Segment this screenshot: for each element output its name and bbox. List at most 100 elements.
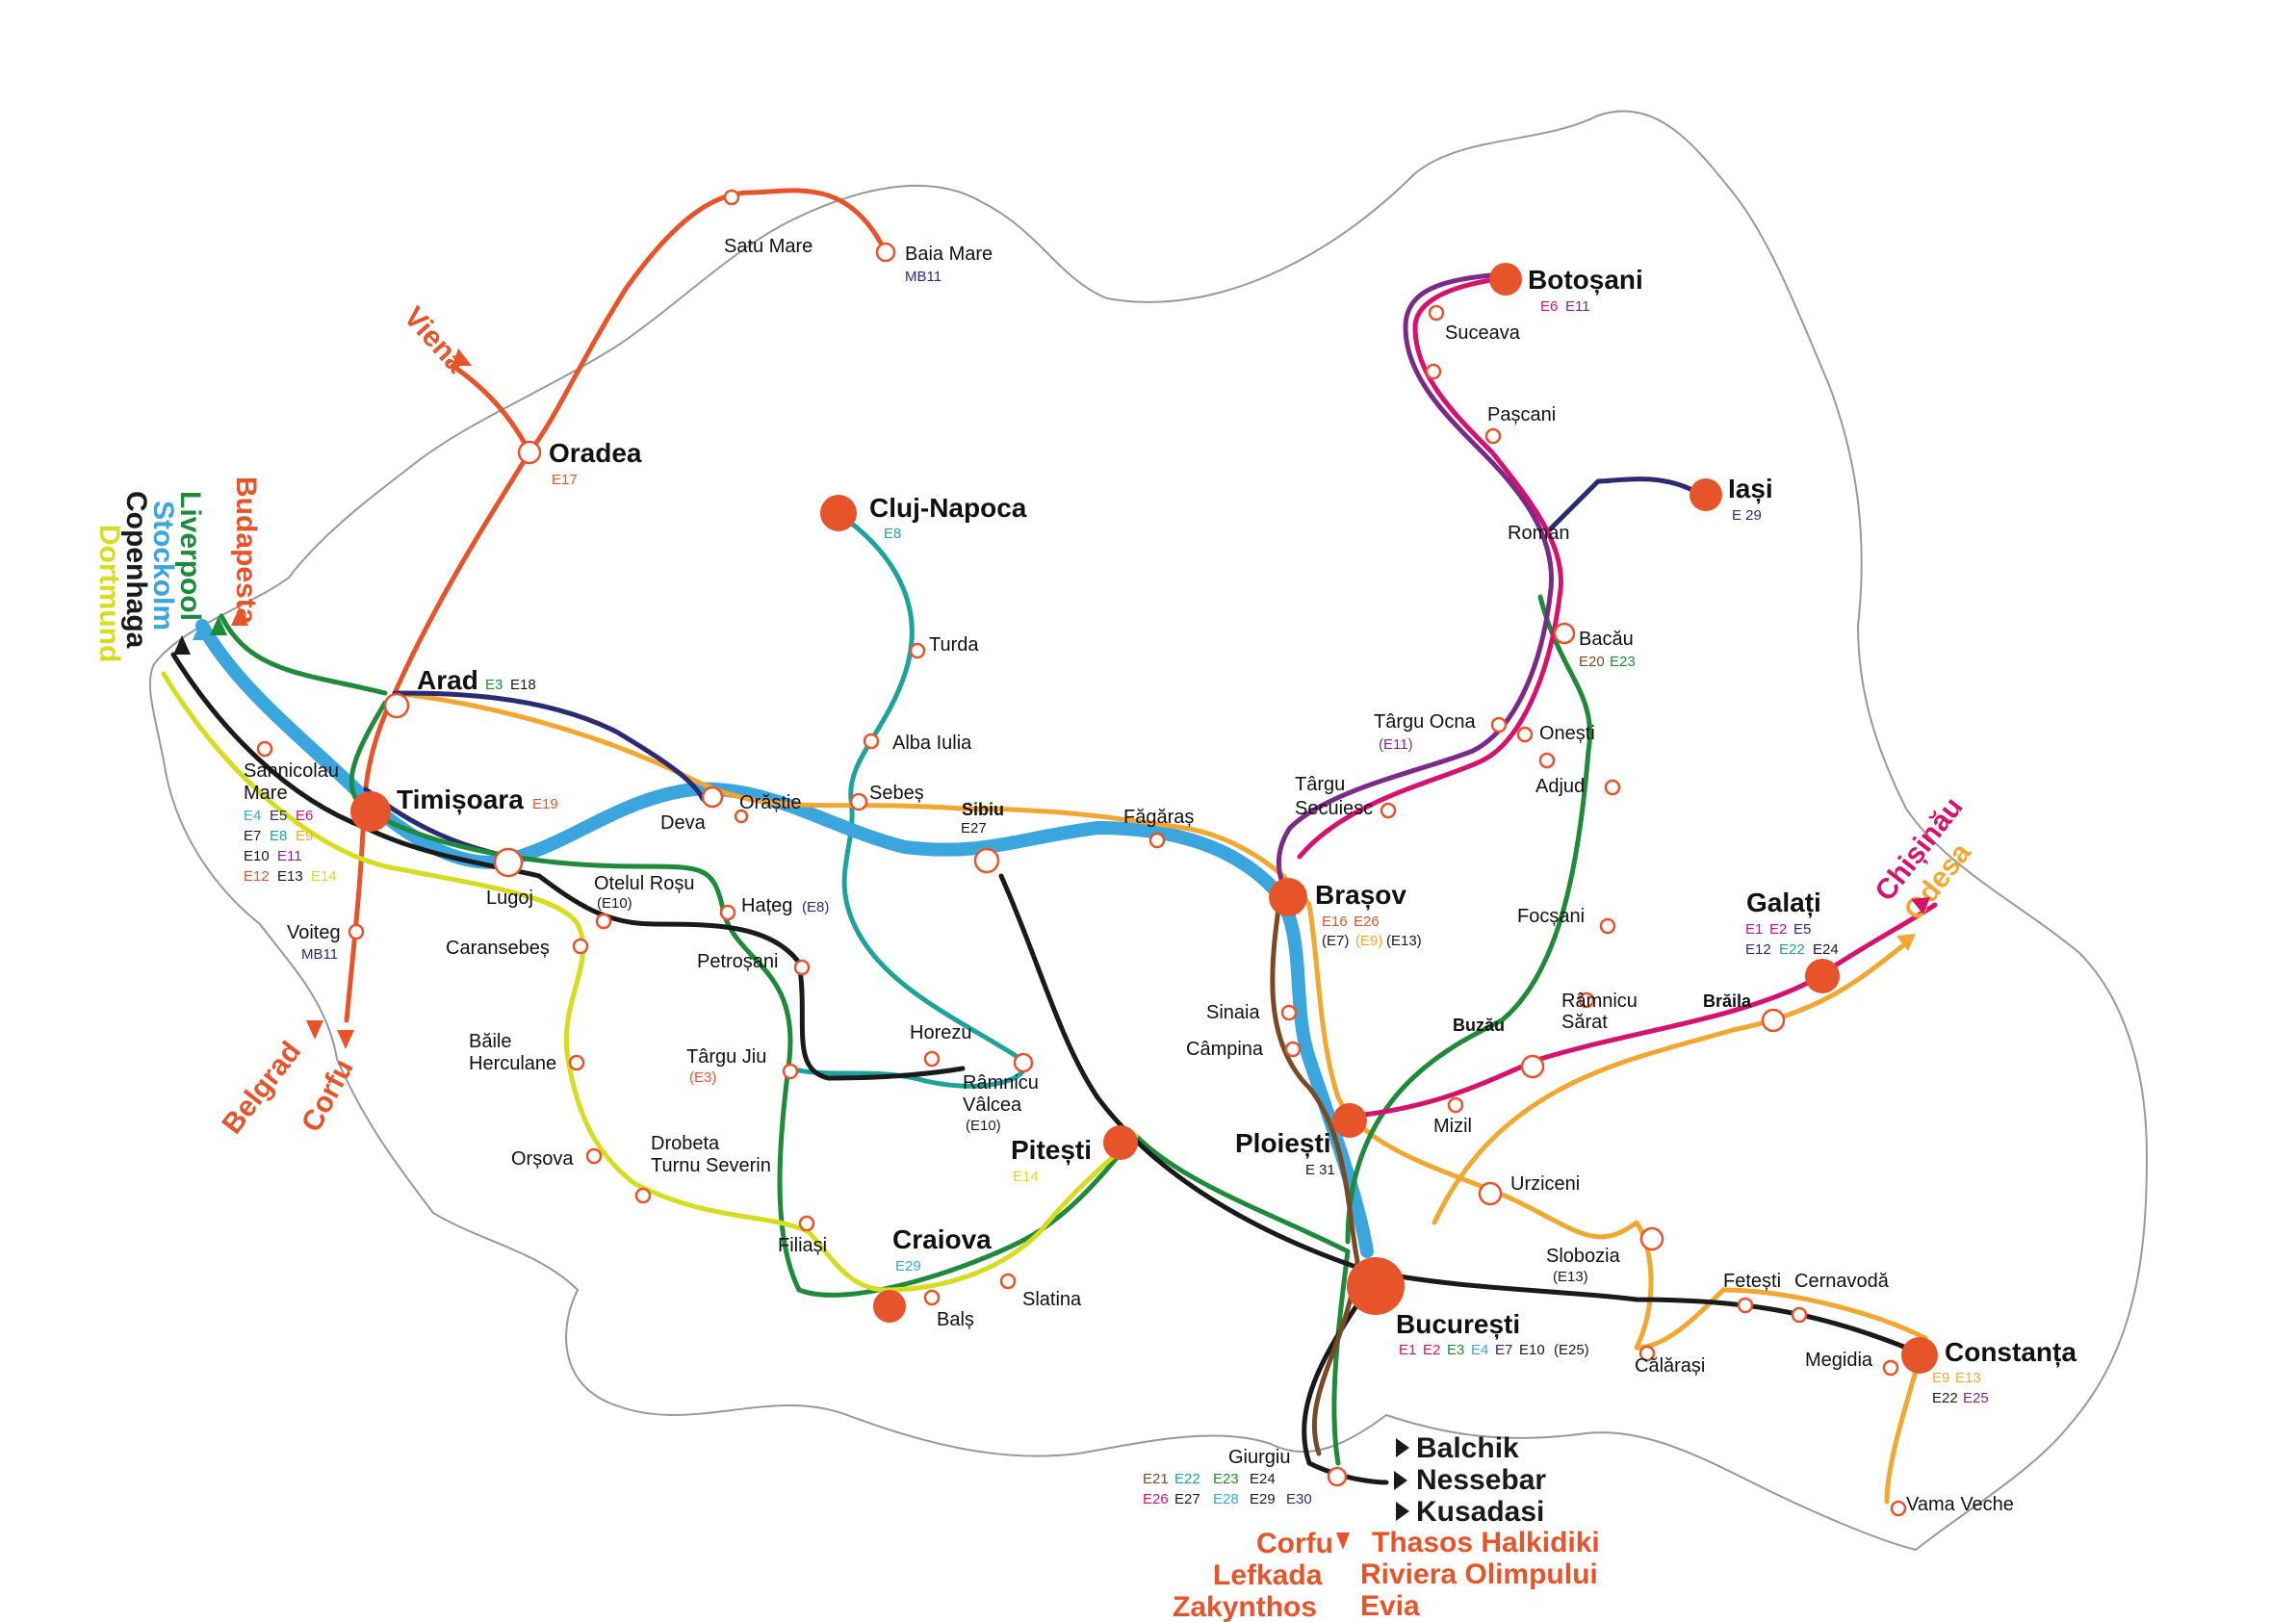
route-tim-e4: E4 bbox=[244, 808, 261, 824]
stop-filiasi bbox=[798, 1215, 815, 1232]
hub-iasi bbox=[1690, 478, 1722, 511]
dest-riviera: Riviera Olimpului bbox=[1360, 1558, 1598, 1590]
stop-baile bbox=[568, 1054, 585, 1071]
hub-ploiesti bbox=[1332, 1103, 1367, 1138]
stop-baia-mare bbox=[875, 242, 896, 263]
label-fagaras: Făgăraș bbox=[1123, 807, 1194, 828]
label-cluj: Cluj-Napoca bbox=[869, 493, 1027, 523]
route-sibiu: E27 bbox=[961, 820, 987, 837]
label-timisoara: Timișoara bbox=[397, 785, 524, 814]
arrow-greece-icon bbox=[1336, 1532, 1350, 1550]
route-tim-e14: E14 bbox=[311, 868, 337, 885]
label-slobozia: Slobozia bbox=[1546, 1246, 1621, 1267]
route-giu-e24: E24 bbox=[1250, 1471, 1276, 1487]
label-bucuresti: București bbox=[1396, 1309, 1520, 1339]
arrow-chisinau-icon bbox=[1911, 897, 1930, 914]
route-tim-e7: E7 bbox=[244, 828, 261, 844]
stop-mizil bbox=[1447, 1096, 1464, 1114]
stop-orastie bbox=[734, 809, 749, 824]
stop-megidia bbox=[1882, 1359, 1899, 1377]
hub-constanta bbox=[1901, 1337, 1938, 1374]
route-hateg: (E8) bbox=[802, 899, 829, 915]
dest-stockolm: Stockolm bbox=[147, 501, 179, 631]
label-roman: Roman bbox=[1508, 523, 1569, 544]
route-purple bbox=[1276, 271, 1554, 898]
label-targu-ocna: Târgu Ocna bbox=[1374, 711, 1476, 733]
route-navy bbox=[363, 476, 1697, 860]
dest-kusadasi: Kusadasi bbox=[1416, 1496, 1544, 1528]
arrow-stockolm-icon bbox=[193, 621, 210, 640]
stop-hateg bbox=[719, 904, 736, 921]
route-tim-e13: E13 bbox=[277, 868, 303, 885]
stop-lugoj bbox=[493, 847, 524, 878]
hub-galati bbox=[1805, 959, 1840, 993]
stop-oradea bbox=[517, 440, 542, 465]
route-brasov-e7: (E7) bbox=[1322, 933, 1349, 949]
stop-urziceni bbox=[1478, 1181, 1503, 1206]
route-giu-e23: E23 bbox=[1213, 1471, 1239, 1487]
route-con-e25: E25 bbox=[1963, 1390, 1989, 1406]
label-rm-valcea-2: Vâlcea bbox=[963, 1094, 1022, 1116]
label-sebes: Sebeș bbox=[869, 783, 924, 804]
label-campina: Câmpina bbox=[1186, 1039, 1264, 1060]
stop-sannicolau bbox=[256, 740, 273, 758]
route-buc-e4: E4 bbox=[1471, 1342, 1488, 1358]
label-brasov: Brașov bbox=[1315, 880, 1406, 910]
label-braila: Brăila bbox=[1703, 991, 1752, 1011]
route-oradea: E17 bbox=[552, 472, 578, 488]
stop-satu-mare bbox=[723, 189, 740, 206]
route-brasov-e9: (E9) bbox=[1355, 933, 1382, 949]
stop-targu-sec bbox=[1380, 802, 1397, 819]
dest-viena: Viena bbox=[398, 301, 473, 379]
stop-fagaras bbox=[1148, 832, 1166, 849]
dest-corfu-west: Corfu bbox=[296, 1054, 360, 1137]
route-gal-e5: E5 bbox=[1793, 921, 1811, 938]
label-pitesti: Pitești bbox=[1011, 1135, 1092, 1165]
route-buc-e3: E3 bbox=[1447, 1342, 1464, 1358]
stop-sibiu bbox=[973, 847, 1000, 874]
label-urziceni: Urziceni bbox=[1510, 1173, 1580, 1195]
stop-giurgiu bbox=[1327, 1466, 1348, 1487]
stop-bals bbox=[923, 1289, 941, 1306]
route-craiova: E29 bbox=[895, 1258, 921, 1274]
route-gal-e24: E24 bbox=[1813, 941, 1839, 958]
arrow-balchik-icon bbox=[1396, 1438, 1409, 1457]
stop-targu-ocna bbox=[1490, 716, 1508, 734]
stop-onesti bbox=[1516, 726, 1534, 743]
route-botosani-e6: E6 bbox=[1540, 298, 1558, 315]
label-vama-veche: Vama Veche bbox=[1906, 1494, 2014, 1515]
dest-dortmund: Dortmund bbox=[93, 525, 125, 662]
route-brown bbox=[1270, 892, 1360, 1456]
route-tim-e5: E5 bbox=[270, 808, 287, 824]
label-focsani: Focșani bbox=[1517, 906, 1585, 927]
route-buc-e10: E10 bbox=[1519, 1342, 1545, 1358]
label-petrosani: Petroșani bbox=[697, 951, 779, 972]
route-tim-e10: E10 bbox=[244, 848, 270, 864]
stop-cernavoda bbox=[1791, 1306, 1808, 1324]
label-filiasi: Filiași bbox=[778, 1235, 827, 1256]
label-rm-sarat-2: Sărat bbox=[1561, 1012, 1608, 1033]
route-cluj: E8 bbox=[884, 526, 901, 542]
route-giu-e27: E27 bbox=[1174, 1491, 1200, 1507]
romania-outline bbox=[148, 110, 2149, 1552]
route-tim-e9: E9 bbox=[296, 828, 313, 844]
route-bacau-e23: E23 bbox=[1610, 654, 1636, 670]
stop-voiteg bbox=[348, 923, 365, 940]
label-deva: Deva bbox=[660, 812, 707, 834]
label-baia-mare: Baia Mare bbox=[905, 244, 993, 265]
route-arad-e3: E3 bbox=[485, 677, 503, 693]
arrow-odesa-icon bbox=[1896, 934, 1916, 951]
route-pitesti: E14 bbox=[1013, 1169, 1039, 1185]
label-alba-iulia: Alba Iulia bbox=[892, 733, 972, 754]
route-timisoara: E19 bbox=[532, 796, 558, 812]
stop-suceava bbox=[1428, 304, 1445, 322]
route-odesa bbox=[392, 690, 1928, 1505]
route-bacau-e20: E20 bbox=[1579, 654, 1605, 670]
label-sinaia: Sinaia bbox=[1206, 1002, 1260, 1023]
route-brasov-e13: (E13) bbox=[1386, 933, 1422, 949]
stop-targu-jiu bbox=[782, 1063, 799, 1080]
route-con-e22: E22 bbox=[1932, 1390, 1958, 1406]
route-gal-e1: E1 bbox=[1745, 921, 1763, 938]
route-cluj bbox=[787, 507, 1027, 1089]
hub-pitesti bbox=[1103, 1125, 1138, 1160]
